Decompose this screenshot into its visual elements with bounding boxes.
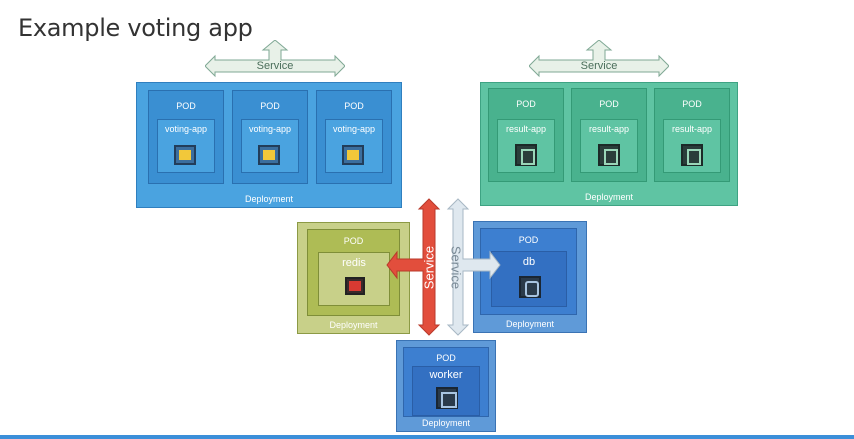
result-app-container: result-app [497, 119, 555, 173]
db-container: db [491, 251, 567, 307]
python-icon [342, 145, 364, 165]
redis-deployment-label: Deployment [329, 320, 378, 330]
container-label: voting-app [332, 124, 376, 134]
container-label: redis [342, 257, 366, 269]
voting-app-container: voting-app [241, 119, 299, 173]
result-pod-2: POD result-app [571, 88, 647, 182]
voting-app-container: voting-app [157, 119, 215, 173]
container-label: voting-app [164, 124, 208, 134]
bottom-divider [0, 435, 854, 439]
db-service-label: Service [448, 245, 464, 290]
worker-container: worker [412, 366, 480, 416]
voting-service-label: Service [256, 60, 294, 72]
voting-deployment-label: Deployment [244, 194, 294, 204]
worker-pod: POD worker [403, 347, 489, 417]
slide-title: Example voting app [18, 14, 253, 42]
result-service-label: Service [580, 60, 618, 72]
voting-service-arrow [205, 40, 345, 78]
nodejs-icon [681, 144, 703, 166]
container-label: db [522, 256, 536, 268]
db-deployment-label: Deployment [505, 319, 555, 329]
dotnet-icon [436, 387, 458, 409]
result-app-container: result-app [663, 119, 721, 173]
db-service-arrow [446, 198, 501, 336]
pod-label: POD [344, 101, 364, 111]
nodejs-icon [598, 144, 620, 166]
voting-pod-3: POD voting-app [316, 90, 392, 184]
voting-app-container: voting-app [325, 119, 383, 173]
container-label: result-app [588, 124, 630, 134]
result-pod-3: POD result-app [654, 88, 730, 182]
container-label: result-app [505, 124, 547, 134]
container-label: voting-app [248, 124, 292, 134]
pod-label: POD [518, 235, 539, 245]
voting-pod-2: POD voting-app [232, 90, 308, 184]
postgres-icon [519, 276, 541, 298]
container-label: result-app [671, 124, 713, 134]
container-label: worker [429, 369, 463, 381]
result-pod-1: POD result-app [488, 88, 564, 182]
pod-label: POD [176, 101, 196, 111]
redis-pod: POD redis [307, 229, 400, 316]
pod-label: POD [516, 99, 536, 109]
pod-label: POD [436, 353, 456, 363]
result-app-container: result-app [580, 119, 638, 173]
redis-icon [345, 277, 365, 295]
pod-label: POD [260, 101, 280, 111]
nodejs-icon [515, 144, 537, 166]
voting-pod-1: POD voting-app [148, 90, 224, 184]
pod-label: POD [599, 99, 619, 109]
result-deployment-label: Deployment [584, 192, 634, 202]
python-icon [174, 145, 196, 165]
redis-service-label: Service [421, 245, 437, 290]
pod-label: POD [343, 236, 364, 246]
redis-container: redis [318, 252, 390, 306]
worker-deployment-label: Deployment [421, 418, 471, 428]
pod-label: POD [682, 99, 702, 109]
redis-service-arrow [386, 198, 441, 336]
python-icon [258, 145, 280, 165]
result-service-arrow [529, 40, 669, 78]
